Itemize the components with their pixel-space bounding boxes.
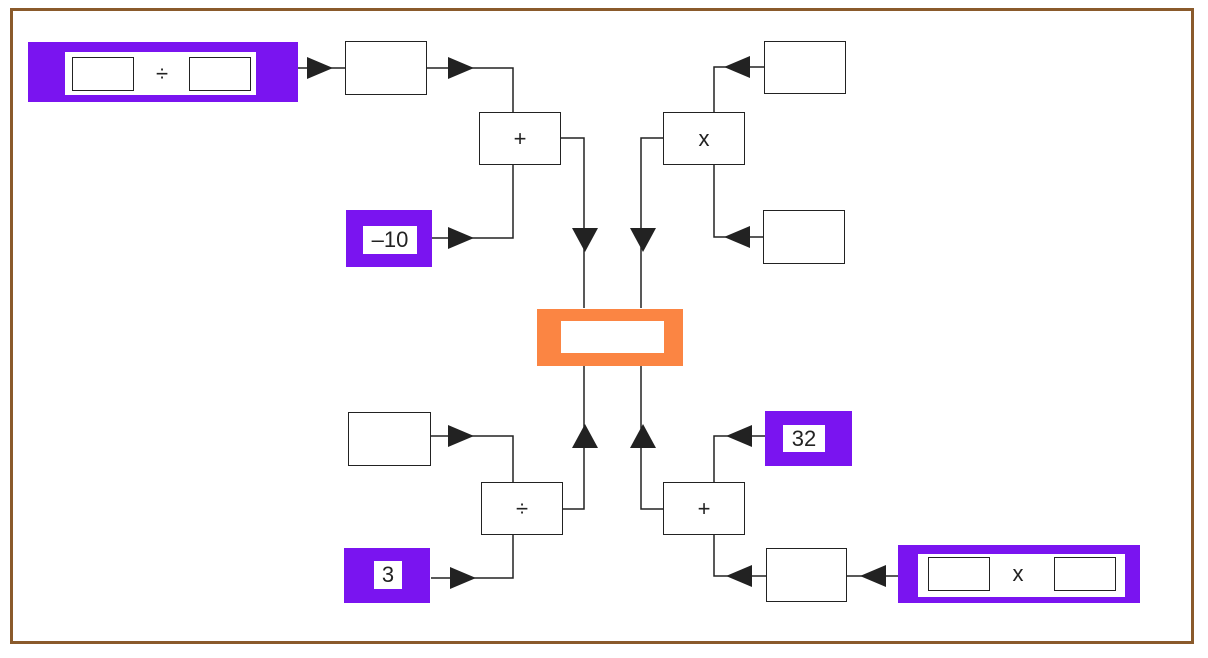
thirty-two-value: 32: [783, 425, 825, 452]
operator-box-top-left: +: [479, 112, 561, 165]
arrow-head: [450, 567, 476, 589]
arrow-head: [307, 57, 333, 79]
thirty-two-input-block: 32: [765, 411, 852, 466]
arrow-head: [448, 425, 474, 447]
operator-box-bottom-left: ÷: [481, 482, 563, 535]
wire: [431, 165, 514, 239]
division-operand-right[interactable]: [189, 57, 251, 91]
arrow-head: [724, 226, 750, 248]
wire: [431, 435, 514, 482]
arrow-head: [448, 227, 474, 249]
minus-ten-input-block: –10: [346, 210, 432, 267]
wire: [713, 535, 766, 577]
arrow-head: [630, 424, 656, 448]
minus-ten-value: –10: [363, 226, 417, 254]
wire: [713, 66, 764, 112]
blank-box-top-right-lower[interactable]: [763, 210, 845, 264]
blank-box-bottom-left[interactable]: [348, 412, 431, 466]
blank-box-top-left[interactable]: [345, 41, 427, 95]
wire: [561, 366, 585, 510]
diagram-frame: [10, 8, 1194, 644]
three-input-block: 3: [344, 548, 430, 603]
target-answer-box[interactable]: [561, 321, 664, 353]
operator-box-top-right: x: [663, 112, 745, 165]
arrow-head: [726, 425, 752, 447]
wire: [427, 67, 514, 112]
arrow-head: [724, 56, 750, 78]
division-operand-left[interactable]: [72, 57, 134, 91]
operator-box-bottom-right: +: [663, 482, 745, 535]
wire: [561, 137, 585, 308]
multiplication-sign: x: [1012, 561, 1024, 586]
blank-box-top-right-upper[interactable]: [764, 41, 846, 94]
wire: [640, 366, 663, 510]
wire: [640, 137, 663, 308]
division-sign: ÷: [155, 61, 169, 86]
arrow-head: [630, 228, 656, 252]
target-block: [537, 309, 683, 366]
multiplication-operand-left[interactable]: [928, 557, 990, 591]
arrow-head: [448, 57, 474, 79]
arrow-head: [572, 228, 598, 252]
arrow-head: [572, 424, 598, 448]
arrow-head: [726, 565, 752, 587]
arrow-head: [860, 565, 886, 587]
wire: [431, 535, 514, 579]
wire: [713, 435, 765, 482]
wire: [713, 165, 764, 238]
three-value: 3: [374, 561, 402, 589]
blank-box-bottom-right[interactable]: [766, 548, 847, 602]
multiplication-operand-right[interactable]: [1054, 557, 1116, 591]
